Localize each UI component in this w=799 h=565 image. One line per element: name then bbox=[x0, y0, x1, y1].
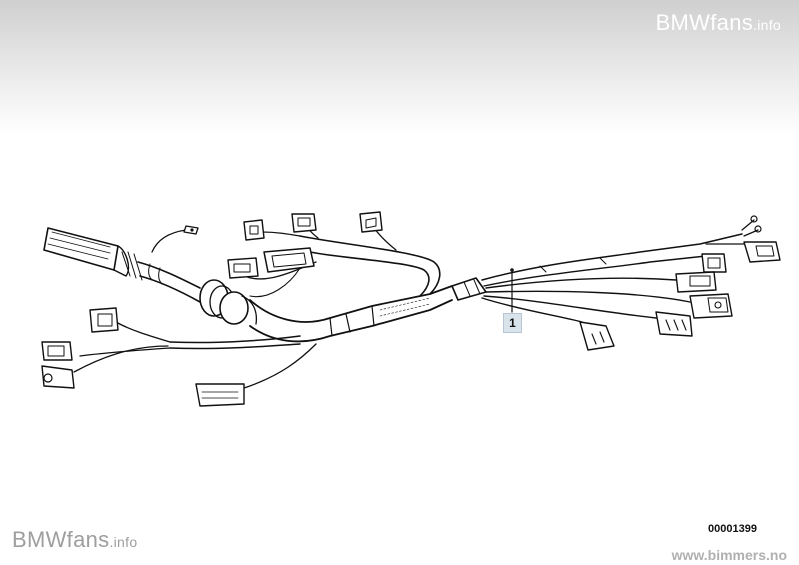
lower-branch bbox=[73, 321, 317, 389]
grommet bbox=[199, 279, 258, 325]
ground-lead bbox=[151, 225, 199, 253]
watermark-bottom-suffix: .info bbox=[109, 534, 138, 550]
connector-right-4 bbox=[689, 293, 733, 319]
watermark-bottom: BMWfans.info bbox=[12, 527, 137, 553]
watermark-top-brand: BMWfans bbox=[655, 10, 754, 35]
watermark-top: BMWfans.info bbox=[656, 10, 781, 36]
connector-right-5 bbox=[655, 311, 693, 337]
main-plug bbox=[43, 227, 143, 281]
junction-sleeve bbox=[451, 277, 487, 301]
connector-right-6 bbox=[579, 321, 615, 351]
connector-left-2 bbox=[41, 341, 73, 361]
header-gradient bbox=[0, 0, 799, 135]
part-number: 00001399 bbox=[708, 523, 757, 535]
connector-left-3 bbox=[41, 365, 75, 389]
callout-anchor-dot bbox=[510, 268, 514, 272]
watermark-top-suffix: .info bbox=[753, 17, 781, 33]
site-url: www.bimmers.no bbox=[671, 547, 787, 563]
watermark-bottom-brand: BMWfans bbox=[12, 527, 110, 552]
connector-top-1 bbox=[243, 219, 265, 241]
connector-left-1 bbox=[89, 307, 119, 333]
connector-right-3 bbox=[675, 271, 717, 293]
connector-bottom-flat bbox=[195, 383, 245, 407]
sheathed-loom bbox=[249, 285, 453, 343]
connector-mid-1 bbox=[227, 257, 259, 279]
callout-label-1: 1 bbox=[503, 313, 522, 333]
main-trunk bbox=[137, 261, 201, 303]
connector-top-2 bbox=[291, 213, 317, 233]
connector-mid-2 bbox=[263, 247, 315, 273]
connector-top-3 bbox=[359, 211, 383, 233]
connector-right-ring-terminal bbox=[741, 215, 762, 237]
connector-right-1 bbox=[743, 241, 781, 263]
connector-right-2 bbox=[701, 253, 727, 273]
